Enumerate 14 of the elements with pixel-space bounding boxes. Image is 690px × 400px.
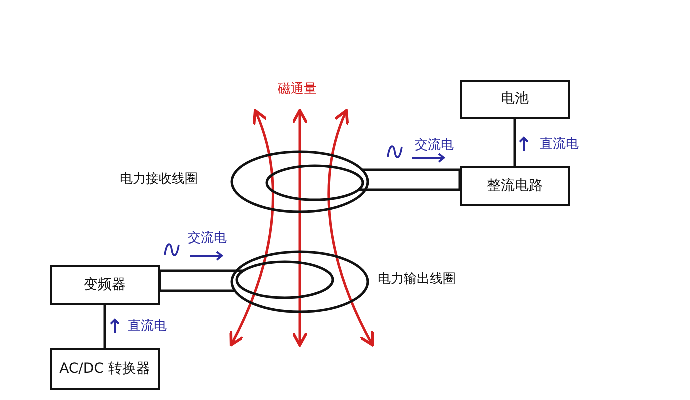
edge-label: 交流电 (188, 231, 227, 246)
process-box: 电池 (460, 80, 570, 119)
edge-label: 直流电 (128, 319, 167, 334)
connector-line (357, 168, 462, 192)
coil-label: 电力输出线圈 (378, 270, 456, 288)
connector-line (514, 119, 516, 166)
process-box: 变频器 (50, 265, 160, 305)
connector-line (158, 270, 244, 292)
process-box: 整流电路 (460, 166, 570, 206)
process-box: AC/DC 转换器 (50, 348, 160, 390)
edge-label: 直流电 (540, 137, 579, 152)
connector-line (104, 305, 106, 348)
coil-label: 电力接收线圈 (120, 170, 198, 188)
edge-label: 交流电 (415, 138, 454, 153)
